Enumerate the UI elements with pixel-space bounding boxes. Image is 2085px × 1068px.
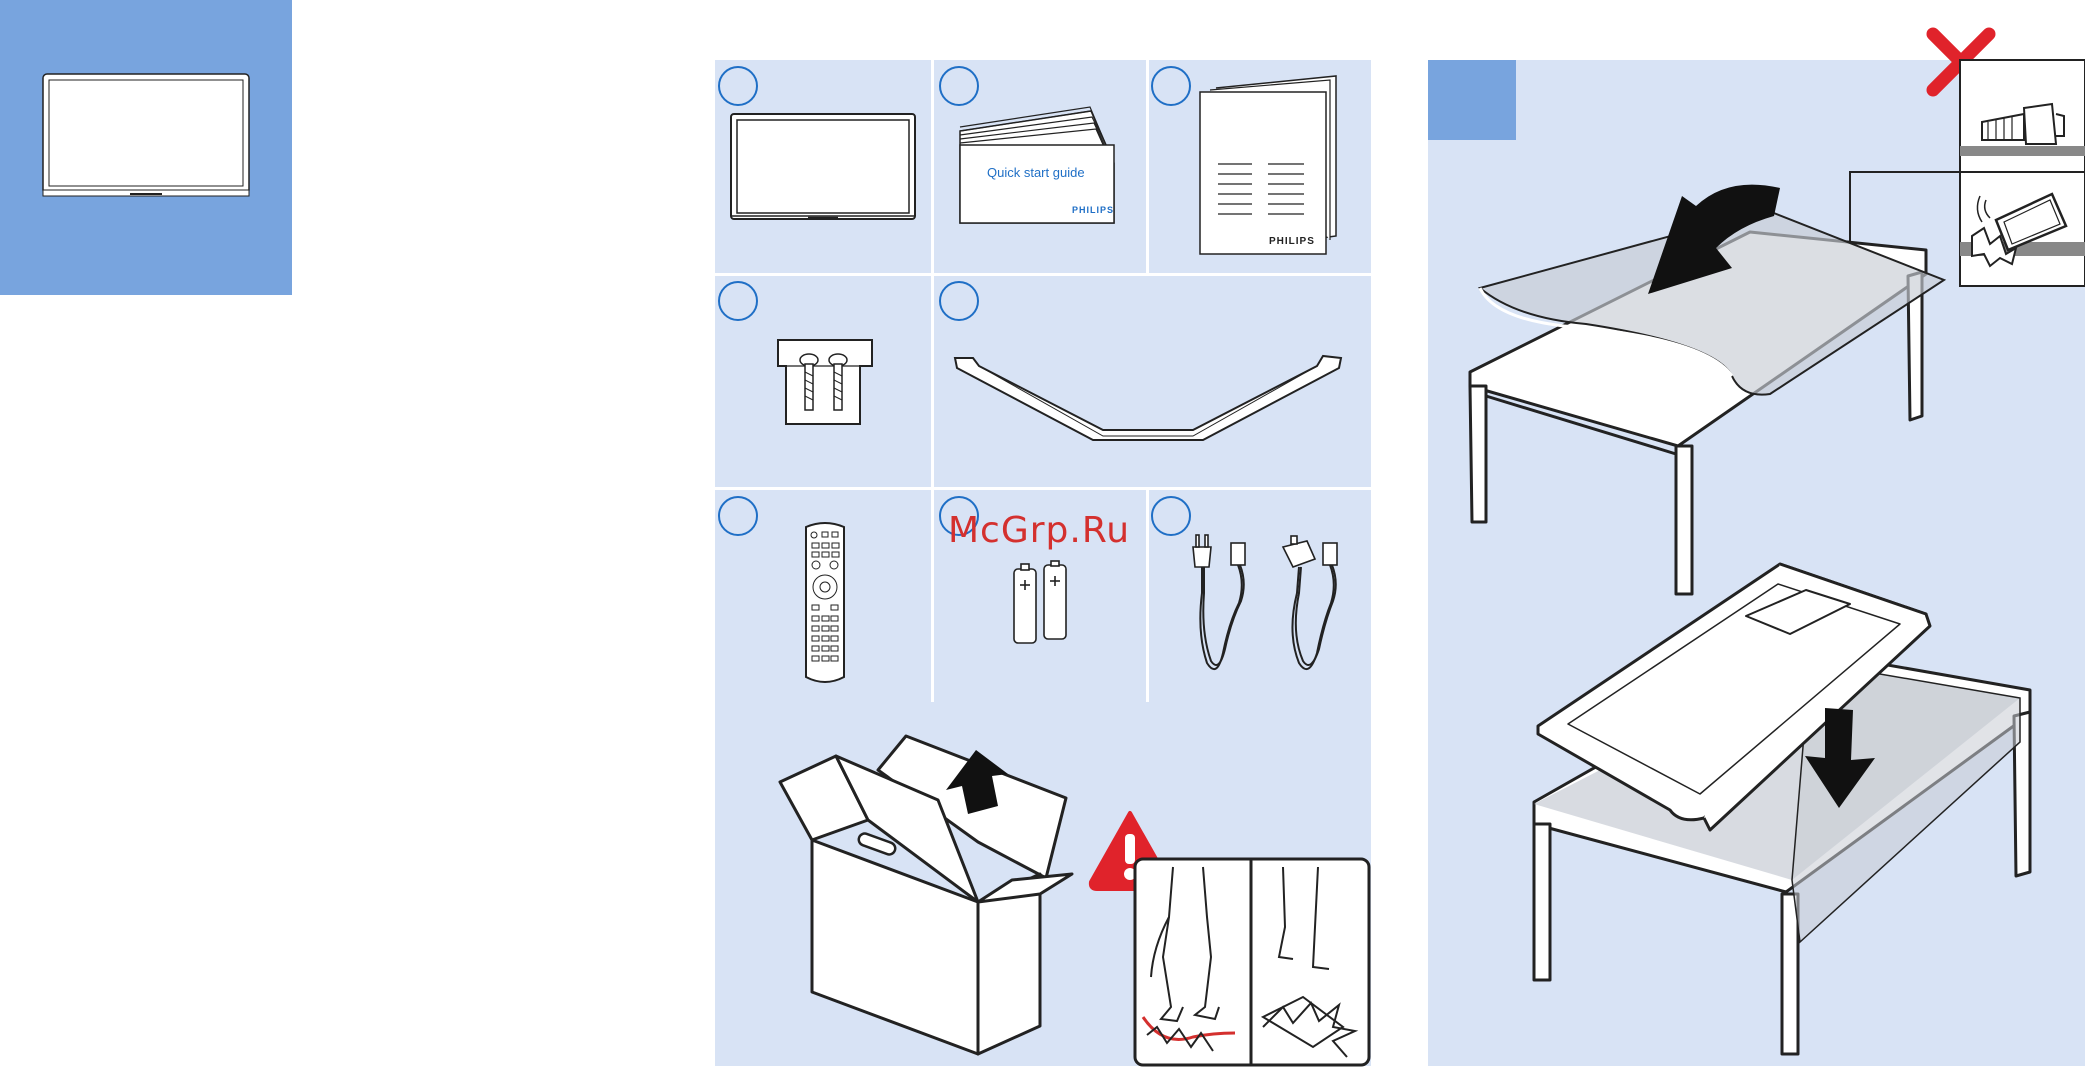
grid-divider <box>1146 60 1149 276</box>
lifting-warning-illustration <box>1133 857 1371 1067</box>
table-with-tv-illustration <box>1520 562 2040 1062</box>
grid-divider <box>715 273 1371 276</box>
item-number-circle <box>939 281 979 321</box>
item-number-circle <box>718 496 758 536</box>
tv-icon <box>730 113 918 225</box>
remote-icon <box>800 521 850 685</box>
arrow-down-icon <box>1638 176 1784 314</box>
arrow-up-icon <box>940 748 1010 818</box>
watermark-text: McGrp.Ru <box>948 510 1130 551</box>
box-icon <box>778 730 1074 1058</box>
item-number-circle <box>939 66 979 106</box>
item-number-circle <box>718 281 758 321</box>
screw-pack-icon <box>776 338 874 426</box>
do-not-use-screw-illustration <box>1960 60 2085 286</box>
item-number-circle <box>1151 66 1191 106</box>
stand-icon <box>953 350 1343 444</box>
manual-brand: PHILIPS <box>1269 236 1315 247</box>
item-number-circle <box>1151 496 1191 536</box>
product-tile <box>0 0 292 295</box>
tv-icon <box>42 72 252 200</box>
grid-divider <box>715 487 1371 490</box>
arrow-down-icon <box>1795 706 1891 810</box>
power-cord-icon <box>1183 533 1358 678</box>
manual-icon <box>1196 76 1341 258</box>
quick-start-title: Quick start guide <box>987 165 1085 180</box>
item-number-circle <box>718 66 758 106</box>
quick-start-brand: PHILIPS <box>1072 205 1114 215</box>
step-indicator <box>1428 60 1516 140</box>
grid-divider <box>1146 487 1149 702</box>
grid-divider <box>931 60 934 702</box>
batteries-icon <box>1010 561 1070 645</box>
